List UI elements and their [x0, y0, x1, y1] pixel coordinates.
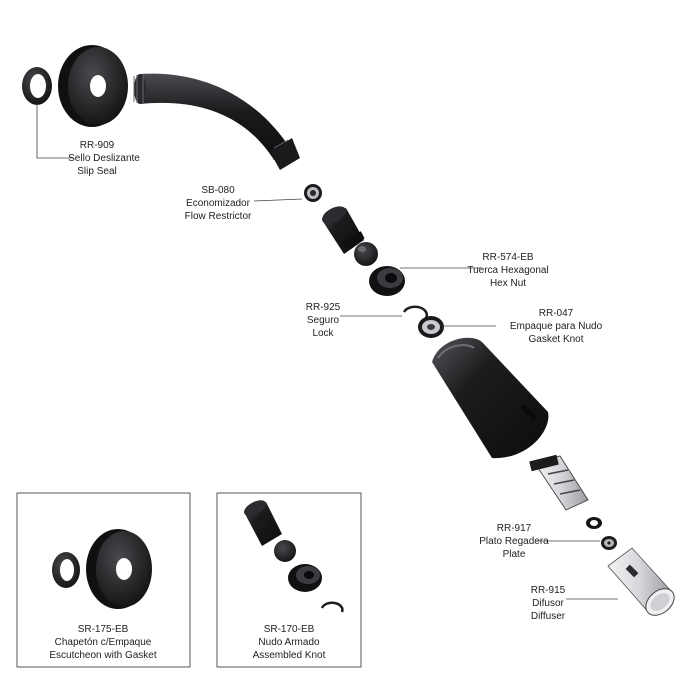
callout-rr917: RR-917 Plato Regadera Plate: [479, 523, 549, 560]
kit-spanish: Nudo Armado: [258, 637, 320, 648]
callout-spanish: Difusor: [532, 598, 564, 609]
lock-clip: [402, 305, 428, 319]
callout-code: SB-080: [201, 185, 235, 196]
flow-restrictor: [304, 184, 322, 202]
kit-lock-clip: [320, 601, 344, 613]
shower-plate: [601, 536, 617, 550]
kit-english: Assembled Knot: [253, 650, 326, 661]
kit-spanish: Chapetón c/Empaque: [55, 637, 152, 648]
callout-spanish: Plato Regadera: [479, 536, 549, 547]
callout-code: RR-047: [539, 308, 574, 319]
knot-swivel-body: [322, 206, 378, 266]
kit-code: SR-175-EB: [78, 624, 129, 635]
escutcheon-flange: [58, 45, 128, 127]
kit-english: Escutcheon with Gasket: [49, 650, 156, 661]
callout-sb080: SB-080 Economizador Flow Restrictor: [185, 185, 252, 222]
callout-rr915: RR-915 Difusor Diffuser: [531, 585, 566, 622]
callout-rr925: RR-925 Seguro Lock: [306, 302, 341, 339]
callout-code: RR-915: [531, 585, 566, 596]
small-o-ring: [586, 517, 602, 529]
kit-escutcheon-ring: [52, 552, 80, 588]
callout-english: Diffuser: [531, 611, 566, 622]
kit-code: SR-170-EB: [264, 624, 315, 635]
callout-rr047: RR-047 Empaque para Nudo Gasket Knot: [510, 308, 603, 345]
leader-rr909: [36, 104, 74, 159]
callout-spanish: Sello Deslizante: [68, 153, 140, 164]
kit-escutcheon-flange: [86, 529, 152, 609]
callout-spanish: Economizador: [186, 198, 251, 209]
chrome-diffuser: [607, 547, 675, 616]
gasket-knot: [418, 316, 444, 338]
kit-box-sr170: SR-170-EB Nudo Armado Assembled Knot: [216, 492, 362, 668]
callout-english: Plate: [503, 549, 526, 560]
callout-code: RR-925: [306, 302, 341, 313]
callout-english: Flow Restrictor: [185, 211, 252, 222]
leader-sb080: [253, 198, 303, 202]
kit-box-sr175: SR-175-EB Chapetón c/Empaque Escutcheon …: [16, 492, 191, 668]
kit-knot-body: [244, 500, 296, 562]
callout-english: Lock: [312, 328, 334, 339]
kit-hex-nut: [288, 564, 322, 592]
callout-rr909: RR-909 Sello Deslizante Slip Seal: [68, 140, 140, 177]
callout-spanish: Seguro: [307, 315, 340, 326]
callout-english: Gasket Knot: [528, 334, 583, 345]
shower-head-body: [432, 337, 549, 459]
callout-code: RR-917: [497, 523, 532, 534]
leader-lines: [36, 104, 618, 600]
callout-english: Slip Seal: [77, 166, 116, 177]
hex-nut: [369, 266, 405, 296]
callout-rr574: RR-574-EB Tuerca Hexagonal Hex Nut: [467, 252, 548, 289]
slip-seal-ring: [22, 67, 52, 105]
shower-arm: [133, 73, 300, 170]
chrome-cartridge: [529, 454, 589, 511]
callout-code: RR-909: [80, 140, 115, 151]
callout-english: Hex Nut: [490, 278, 526, 289]
callout-spanish: Tuerca Hexagonal: [467, 265, 548, 276]
callout-code: RR-574-EB: [482, 252, 533, 263]
callout-spanish: Empaque para Nudo: [510, 321, 603, 332]
